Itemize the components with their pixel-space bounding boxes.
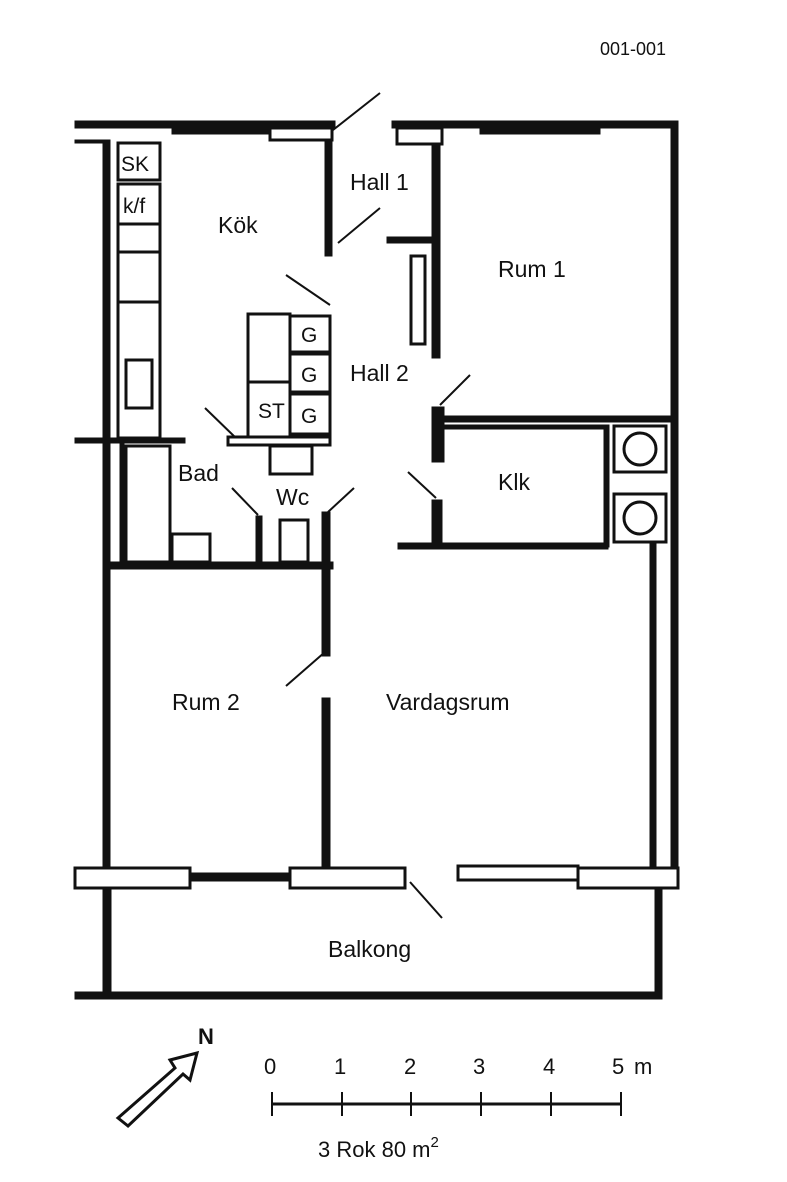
wall-hall-rum1 bbox=[431, 142, 441, 359]
window-rum2 bbox=[189, 872, 291, 882]
door-bad bbox=[231, 487, 259, 516]
machine-lower-drum bbox=[622, 500, 658, 536]
fixture-kf-box bbox=[116, 182, 162, 226]
column-kok bbox=[268, 126, 334, 142]
fixture-g2-label: G bbox=[301, 364, 317, 387]
wall-rum2-lower bbox=[321, 697, 331, 869]
door-wc bbox=[327, 487, 355, 513]
scale-unit: m bbox=[634, 1054, 652, 1079]
wall-bad-wc bbox=[255, 515, 263, 567]
fixture-g1-box bbox=[288, 314, 332, 354]
scale-label-2: 2 bbox=[404, 1054, 416, 1079]
walls bbox=[73, 120, 680, 1000]
room-rum2: Rum 2 bbox=[172, 689, 240, 715]
room-bad: Bad bbox=[178, 460, 219, 486]
door-rum2 bbox=[285, 651, 326, 687]
cabinet-tall bbox=[246, 312, 292, 384]
wall-rum1-bottom bbox=[439, 415, 673, 423]
vanity-wc bbox=[268, 444, 314, 476]
wall-klk-door-jamb bbox=[431, 406, 445, 463]
counter-2 bbox=[116, 250, 162, 304]
wall-left-lower bbox=[102, 565, 111, 887]
fixture-g1-label: G bbox=[301, 324, 317, 347]
door-klk bbox=[407, 471, 437, 499]
scale-label-0: 0 bbox=[264, 1054, 276, 1079]
fixture-sk-label: SK bbox=[121, 153, 149, 176]
room-hall2: Hall 2 bbox=[350, 360, 409, 386]
scale-label-3: 3 bbox=[473, 1054, 485, 1079]
bad-basin bbox=[170, 532, 212, 564]
wall-klk-top bbox=[437, 424, 609, 430]
balcony-left bbox=[102, 887, 112, 997]
room-balkong: Balkong bbox=[328, 936, 411, 962]
sink bbox=[124, 358, 154, 410]
wall-klk-left bbox=[431, 499, 443, 548]
machine-upper-drum bbox=[622, 431, 658, 467]
counter-1 bbox=[116, 222, 162, 254]
machines bbox=[612, 424, 668, 544]
wall-shaft-right bbox=[649, 542, 657, 887]
fixture-g2-box bbox=[288, 352, 332, 394]
column-rum1 bbox=[395, 126, 444, 146]
wc-toilet bbox=[278, 518, 310, 564]
door-kok bbox=[285, 274, 331, 306]
wall-bottom-mid bbox=[288, 866, 407, 890]
wall-right bbox=[670, 120, 679, 890]
north-arrow: N bbox=[115, 1024, 214, 1128]
door-hall1 bbox=[337, 207, 381, 244]
wall-klk-bottom bbox=[397, 542, 609, 550]
wall-bottom-left bbox=[73, 866, 192, 890]
wall-rum2-upper bbox=[321, 565, 331, 657]
wardrobe-hall bbox=[409, 254, 427, 346]
wall-left-upper bbox=[102, 140, 111, 567]
door-balkong bbox=[409, 881, 443, 919]
window-vardagsrum bbox=[456, 864, 580, 882]
kitchen-fixtures bbox=[116, 141, 332, 476]
wall-bottom-right bbox=[576, 866, 680, 890]
bathtub bbox=[124, 444, 172, 564]
wall-klk-right bbox=[603, 424, 610, 548]
fixture-g3-label: G bbox=[301, 405, 317, 428]
apartment-summary-text: 3 Rok 80 m bbox=[318, 1137, 431, 1162]
wall-kok-hall1 bbox=[324, 127, 333, 257]
scale-label-1: 1 bbox=[334, 1054, 346, 1079]
balcony-right bbox=[654, 887, 663, 997]
fixture-kf-label: k/f bbox=[123, 195, 145, 218]
wall-bad-inner bbox=[119, 437, 125, 564]
bath-fixtures bbox=[124, 444, 310, 564]
apartment-summary: 3 Rok 80 m2 bbox=[318, 1134, 439, 1162]
door-rum1 bbox=[439, 374, 471, 406]
north-arrow-icon bbox=[115, 1050, 200, 1128]
room-kok: Kök bbox=[218, 212, 258, 238]
fixture-g3-box bbox=[288, 392, 332, 436]
fixture-st-label: ST bbox=[258, 400, 285, 423]
door-swings bbox=[204, 92, 471, 919]
scale-bar: 0 1 2 3 4 5 m bbox=[264, 1054, 652, 1116]
room-wc: Wc bbox=[276, 484, 309, 510]
wall-bad-bottom bbox=[104, 561, 334, 570]
north-label: N bbox=[198, 1024, 214, 1049]
window-rum1 bbox=[479, 127, 601, 135]
room-klk: Klk bbox=[498, 469, 530, 495]
wall-hall1-stub bbox=[386, 236, 433, 244]
fixture-sk-box bbox=[116, 141, 162, 182]
door-entrance bbox=[332, 92, 381, 131]
shelf-bottom bbox=[226, 435, 332, 447]
door-storage bbox=[204, 407, 239, 441]
scale-label-4: 4 bbox=[543, 1054, 555, 1079]
wall-wc-right bbox=[321, 511, 331, 567]
room-rum1: Rum 1 bbox=[498, 256, 566, 282]
wall-left-cap bbox=[74, 139, 111, 144]
balcony-bottom bbox=[74, 991, 663, 1000]
drawing-reference: 001-001 bbox=[600, 39, 666, 59]
room-hall1: Hall 1 bbox=[350, 169, 409, 195]
room-vardagsrum: Vardagsrum bbox=[386, 689, 510, 715]
scale-label-5: 5 bbox=[612, 1054, 624, 1079]
window-kok bbox=[171, 127, 273, 135]
apartment-summary-superscript: 2 bbox=[431, 1134, 439, 1151]
